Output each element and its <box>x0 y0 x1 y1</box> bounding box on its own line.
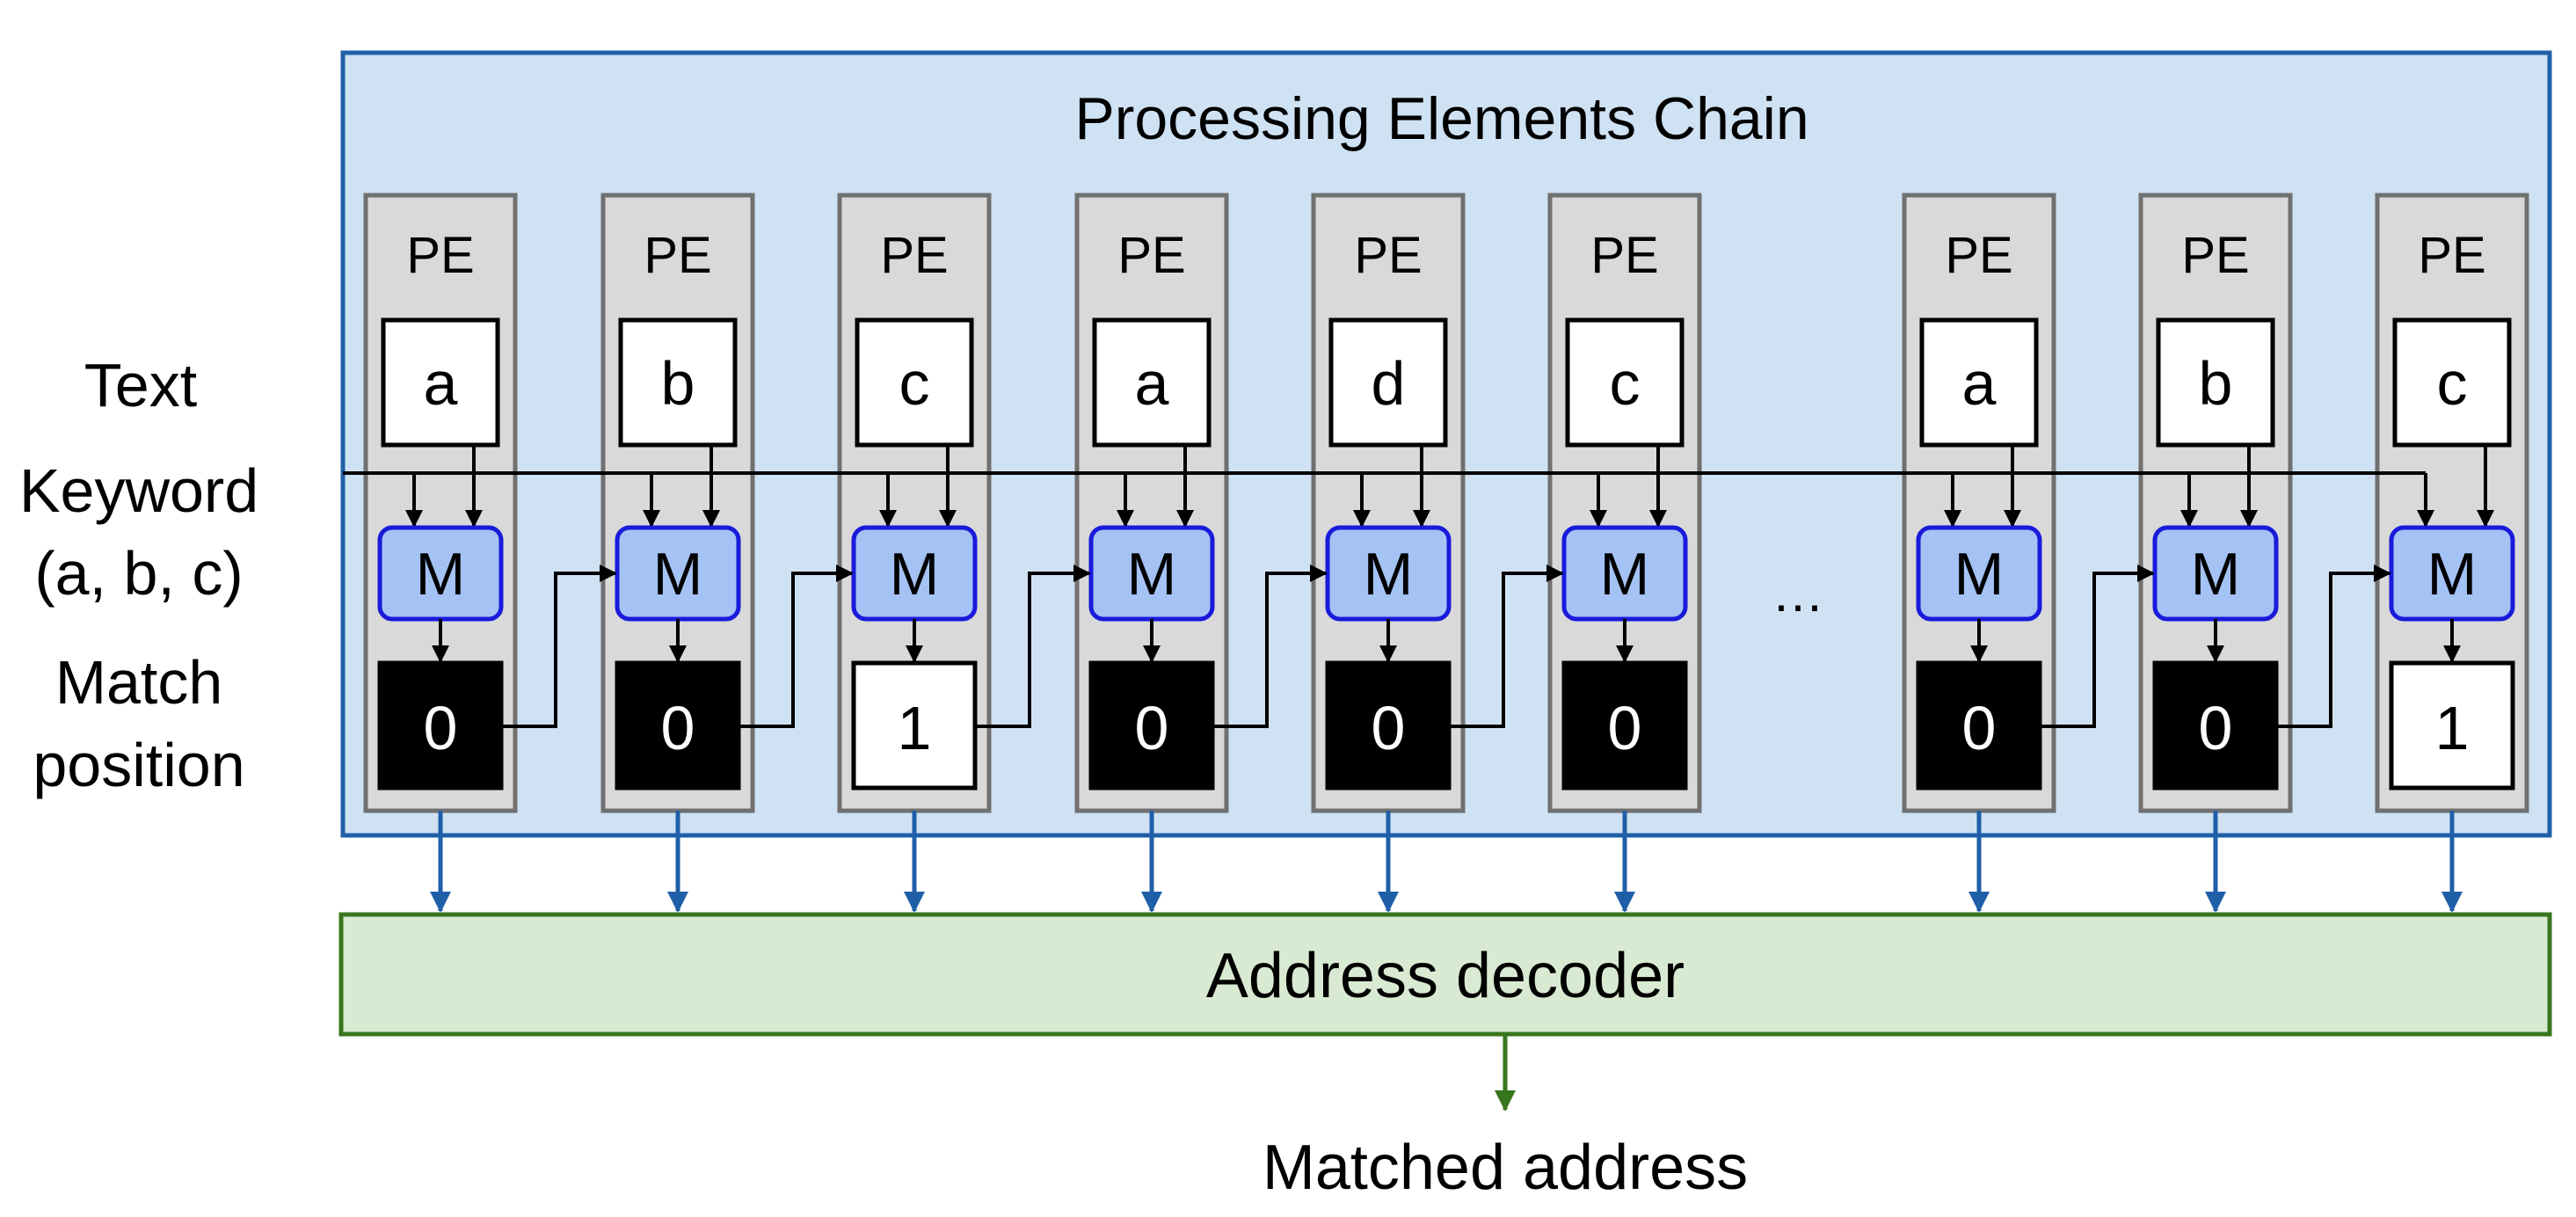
match-position-value: 0 <box>2199 694 2233 762</box>
text-char-box <box>1092 317 1212 448</box>
chain-link-arrow <box>2040 565 2155 728</box>
text-char: b <box>2199 349 2233 418</box>
chain-title: Processing Elements Chain <box>1074 85 1808 152</box>
chain-link-arrow <box>975 565 1091 728</box>
match-position-value: 1 <box>898 694 932 762</box>
text-char-box <box>1919 317 2039 448</box>
side-label-text: Text <box>84 351 197 419</box>
match-position-value: 0 <box>424 694 458 762</box>
processing-element: PE dM 0 <box>1212 193 1466 913</box>
matcher-label: M <box>890 541 940 608</box>
pe-label: PE <box>880 227 948 284</box>
match-position-box <box>2152 660 2279 791</box>
side-label-position: position <box>33 731 244 799</box>
processing-element: PE cM 1 <box>739 193 992 913</box>
chain-link-arrow <box>1212 565 1328 728</box>
match-position-box <box>377 660 504 791</box>
side-label-keyword: Keyword <box>19 456 258 525</box>
match-position-box <box>1916 660 2042 791</box>
chain-link-arrow <box>1449 565 1564 728</box>
chain-link-arrow <box>501 565 617 728</box>
chain-ellipsis: … <box>1772 564 1824 623</box>
match-position-value: 0 <box>661 694 695 762</box>
pe-label: PE <box>2418 227 2485 284</box>
pe-label: PE <box>644 227 711 284</box>
matcher-label: M <box>653 541 703 608</box>
match-position-box <box>2389 660 2515 791</box>
text-char: d <box>1372 349 1406 418</box>
text-char-box <box>381 317 500 448</box>
processing-element: PE cM 1 <box>2276 193 2529 913</box>
matched-address-label: Matched address <box>1263 1133 1748 1203</box>
matcher-label: M <box>1127 541 1177 608</box>
match-position-box <box>1561 660 1688 791</box>
text-char: c <box>899 349 930 418</box>
text-char-box <box>855 317 974 448</box>
processing-element: PE aM 0 <box>975 193 1229 913</box>
processing-element: PE aM 0 <box>1902 193 2056 913</box>
match-position-value: 1 <box>2435 694 2470 762</box>
text-char-box <box>1565 317 1685 448</box>
pe-label: PE <box>2181 227 2249 284</box>
address-decoder-box <box>338 912 2552 1037</box>
pe-label: PE <box>1117 227 1185 284</box>
matcher-label: M <box>1364 541 1414 608</box>
text-char: c <box>2437 349 2468 418</box>
processing-element: PE bM 0 <box>2040 193 2293 913</box>
text-char: a <box>1135 349 1169 418</box>
text-char-box <box>2392 317 2512 448</box>
pe-label: PE <box>1354 227 1422 284</box>
match-position-value: 0 <box>1962 694 1997 762</box>
pe-label: PE <box>1945 227 2012 284</box>
text-char: a <box>1962 349 1997 418</box>
processing-element: PE cM 0 <box>1449 193 1702 913</box>
chain-link-arrow <box>2276 565 2391 728</box>
text-char: c <box>1610 349 1641 418</box>
match-position-box <box>615 660 741 791</box>
text-char-box <box>2156 317 2275 448</box>
matcher-label: M <box>1954 541 2005 608</box>
match-position-value: 0 <box>1608 694 1642 762</box>
text-char-box <box>1328 317 1448 448</box>
matcher-label: M <box>2427 541 2478 608</box>
pe-label: PE <box>406 227 474 284</box>
match-position-box <box>1088 660 1215 791</box>
chain-link-arrow <box>739 565 854 728</box>
text-char: b <box>661 349 695 418</box>
matcher-label: M <box>1600 541 1650 608</box>
match-position-box <box>851 660 978 791</box>
matcher-label: M <box>2191 541 2241 608</box>
match-position-value: 0 <box>1135 694 1169 762</box>
match-position-value: 0 <box>1372 694 1406 762</box>
address-decoder-label: Address decoder <box>1206 941 1685 1011</box>
text-char: a <box>424 349 458 418</box>
side-label-keyword-set: (a, b, c) <box>34 539 243 608</box>
processing-elements: PE aM 0 PE bM 0 PE cM 1 PE aM 0 PE dM 0 PE cM 0 PE aM 0 PE bM 0… <box>363 193 2529 913</box>
text-char-box <box>618 317 738 448</box>
pe-label: PE <box>1590 227 1658 284</box>
matcher-label: M <box>416 541 466 608</box>
processing-element: PE aM 0 <box>363 193 518 913</box>
side-label-match: Match <box>55 648 223 717</box>
processing-element: PE bM 0 <box>501 193 755 913</box>
